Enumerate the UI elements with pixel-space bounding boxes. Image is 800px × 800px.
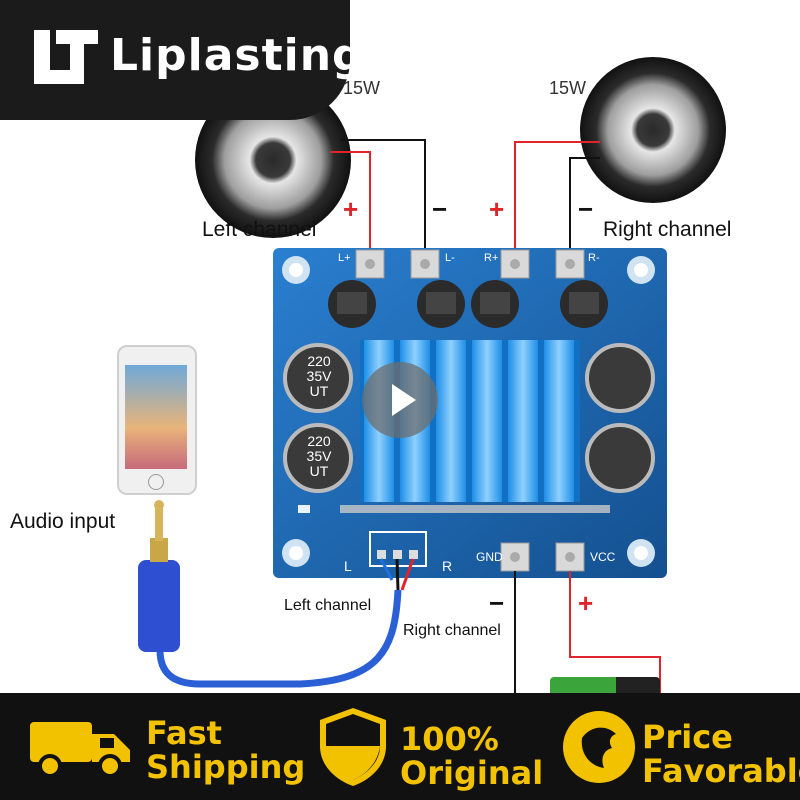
right-speaker: [580, 57, 726, 203]
terminal-label-l-minus: L-: [445, 252, 455, 264]
audio-input-label: Audio input: [10, 510, 116, 533]
price-icon: [563, 711, 635, 783]
left-speaker-power: 15W: [343, 78, 381, 98]
terminal-label-r-plus: R+: [484, 252, 499, 264]
home-button-icon: [148, 474, 164, 490]
terminal-label-l-plus: L+: [338, 252, 351, 264]
shield-icon: [320, 708, 386, 786]
left-minus-wire: [340, 139, 426, 262]
right-minus-sign: −: [578, 194, 594, 224]
input-label-l: L: [344, 558, 352, 574]
left-plus-wire: [330, 151, 371, 262]
right-minus-wire: [569, 157, 600, 262]
truck-icon: [30, 722, 130, 778]
input-label-r: R: [442, 558, 453, 574]
play-video-button[interactable]: [362, 362, 438, 438]
right-speaker-power: 15W: [549, 78, 587, 98]
feature-price-favorable: PriceFavorable: [642, 718, 800, 790]
left-plus-sign: +: [343, 194, 359, 224]
brand-logo-icon: [34, 30, 98, 84]
left-minus-sign: −: [432, 194, 448, 224]
feature-original: 100%Original: [400, 720, 544, 792]
right-channel-label: Right channel: [603, 218, 732, 241]
input-left-channel-label: Left channel: [284, 597, 372, 614]
input-right-channel-label: Right channel: [403, 622, 501, 639]
brand-name: Liplasting: [110, 30, 365, 81]
power-minus-sign: −: [489, 588, 505, 618]
terminal-label-r-minus: R-: [588, 252, 600, 264]
terminal-label-vcc: VCC: [590, 550, 616, 564]
battery-icon: [550, 677, 660, 697]
left-speaker: [195, 82, 351, 238]
right-plus-wire: [514, 141, 600, 262]
left-channel-label: Left channel: [202, 218, 317, 241]
audio-plug-body: [138, 560, 180, 652]
smartphone-screen: [125, 365, 187, 469]
terminal-label-gnd: GND: [476, 550, 503, 564]
features-bar: [0, 693, 800, 800]
right-plus-sign: +: [489, 194, 505, 224]
power-plus-sign: +: [578, 588, 594, 618]
